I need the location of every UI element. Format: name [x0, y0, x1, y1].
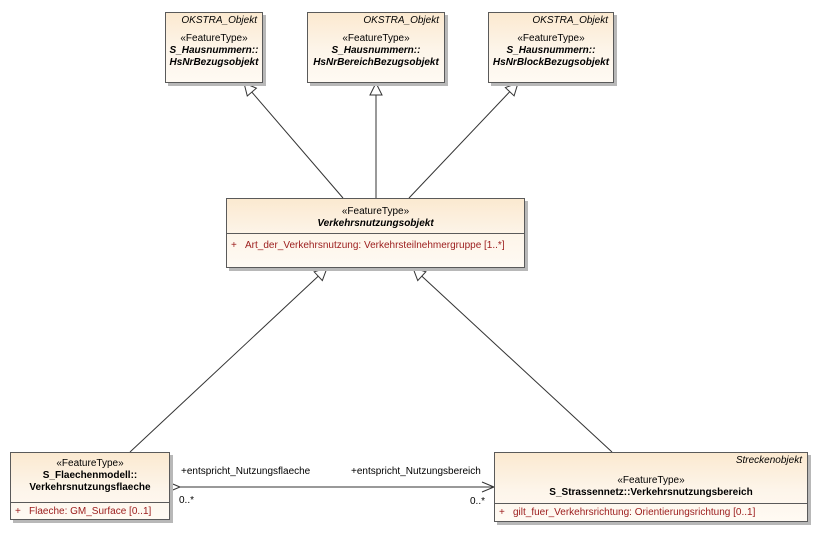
class-name: Verkehrsnutzungsobjekt	[317, 218, 434, 229]
attribute-text: gilt_fuer_Verkehrsrichtung: Orientierung…	[513, 507, 756, 518]
class-name: HsNrBereichBezugsobjekt	[313, 57, 439, 68]
attribute-compartment: + Flaeche: GM_Surface [0..1]	[11, 502, 169, 520]
multiplicity-right: 0..*	[470, 496, 486, 507]
stereotype-label: «FeatureType»	[180, 33, 248, 44]
role-label-left: +entspricht_Nutzungsflaeche	[181, 466, 311, 477]
generalization-flaeche-to-verkehrsnutzungsobjekt	[129, 268, 327, 453]
class-name: S_Strassennetz::Verkehrsnutzungsbereich	[549, 487, 753, 498]
class-verkehrsnutzungsbereich[interactable]: Streckenobjekt «FeatureType» S_Strassenn…	[494, 452, 808, 522]
multiplicity-left: 0..*	[179, 495, 195, 506]
role-label-right: +entspricht_Nutzungsbereich	[351, 466, 481, 477]
stereotype-label: «FeatureType»	[342, 33, 410, 44]
class-name: HsNrBezugsobjekt	[169, 57, 259, 68]
generalization-to-hsnrbezugsobjekt	[244, 83, 344, 199]
stereotype-label: «FeatureType»	[56, 458, 124, 469]
class-name-package: S_Hausnummern::	[169, 45, 259, 56]
parent-class-label: OKSTRA_Objekt	[532, 15, 608, 26]
attribute-text: Flaeche: GM_Surface [0..1]	[29, 506, 152, 517]
stereotype-label: «FeatureType»	[517, 33, 585, 44]
class-verkehrsnutzungsflaeche[interactable]: «FeatureType» S_Flaechenmodell:: Verkehr…	[10, 452, 170, 520]
attribute-art-der-verkehrsnutzung[interactable]: + Art_der_Verkehrsnutzung: Verkehrsteilne…	[231, 239, 520, 252]
generalization-to-hsnrblockbezugsobjekt	[408, 83, 518, 199]
attribute-gilt-fuer-verkehrsrichtung[interactable]: + gilt_fuer_Verkehrsrichtung: Orientierun…	[499, 506, 803, 519]
attribute-flaeche[interactable]: + Flaeche: GM_Surface [0..1]	[15, 505, 165, 518]
generalization-bereich-to-verkehrsnutzungsobjekt	[413, 268, 613, 453]
parent-class-label: Streckenobjekt	[735, 455, 802, 466]
visibility-marker: +	[15, 506, 21, 517]
class-hsnrbezugsobjekt[interactable]: OKSTRA_Objekt «FeatureType» S_Hausnummer…	[165, 12, 263, 83]
stereotype-label: «FeatureType»	[617, 475, 685, 486]
parent-class-label: OKSTRA_Objekt	[363, 15, 439, 26]
class-hsnrbereichbezugsobjekt[interactable]: OKSTRA_Objekt «FeatureType» S_Hausnummer…	[307, 12, 445, 83]
parent-class-label: OKSTRA_Objekt	[181, 15, 257, 26]
class-name-package: S_Hausnummern::	[506, 45, 596, 56]
attribute-compartment: + gilt_fuer_Verkehrsrichtung: Orientierun…	[495, 503, 807, 521]
class-name: Verkehrsnutzungsflaeche	[29, 482, 151, 493]
class-verkehrsnutzungsobjekt[interactable]: «FeatureType» Verkehrsnutzungsobjekt + Ar…	[226, 198, 525, 268]
visibility-marker: +	[499, 507, 505, 518]
class-name-package: S_Flaechenmodell::	[42, 470, 138, 481]
visibility-marker: +	[231, 240, 237, 251]
attribute-text: Art_der_Verkehrsnutzung: Verkehrsteilneh…	[245, 240, 505, 251]
stereotype-label: «FeatureType»	[341, 206, 410, 217]
class-name: HsNrBlockBezugsobjekt	[492, 57, 610, 68]
class-name-package: S_Hausnummern::	[331, 45, 421, 56]
attribute-compartment: + Art_der_Verkehrsnutzung: Verkehrsteilne…	[227, 233, 524, 254]
class-hsnrblockbezugsobjekt[interactable]: OKSTRA_Objekt «FeatureType» S_Hausnummer…	[488, 12, 614, 83]
